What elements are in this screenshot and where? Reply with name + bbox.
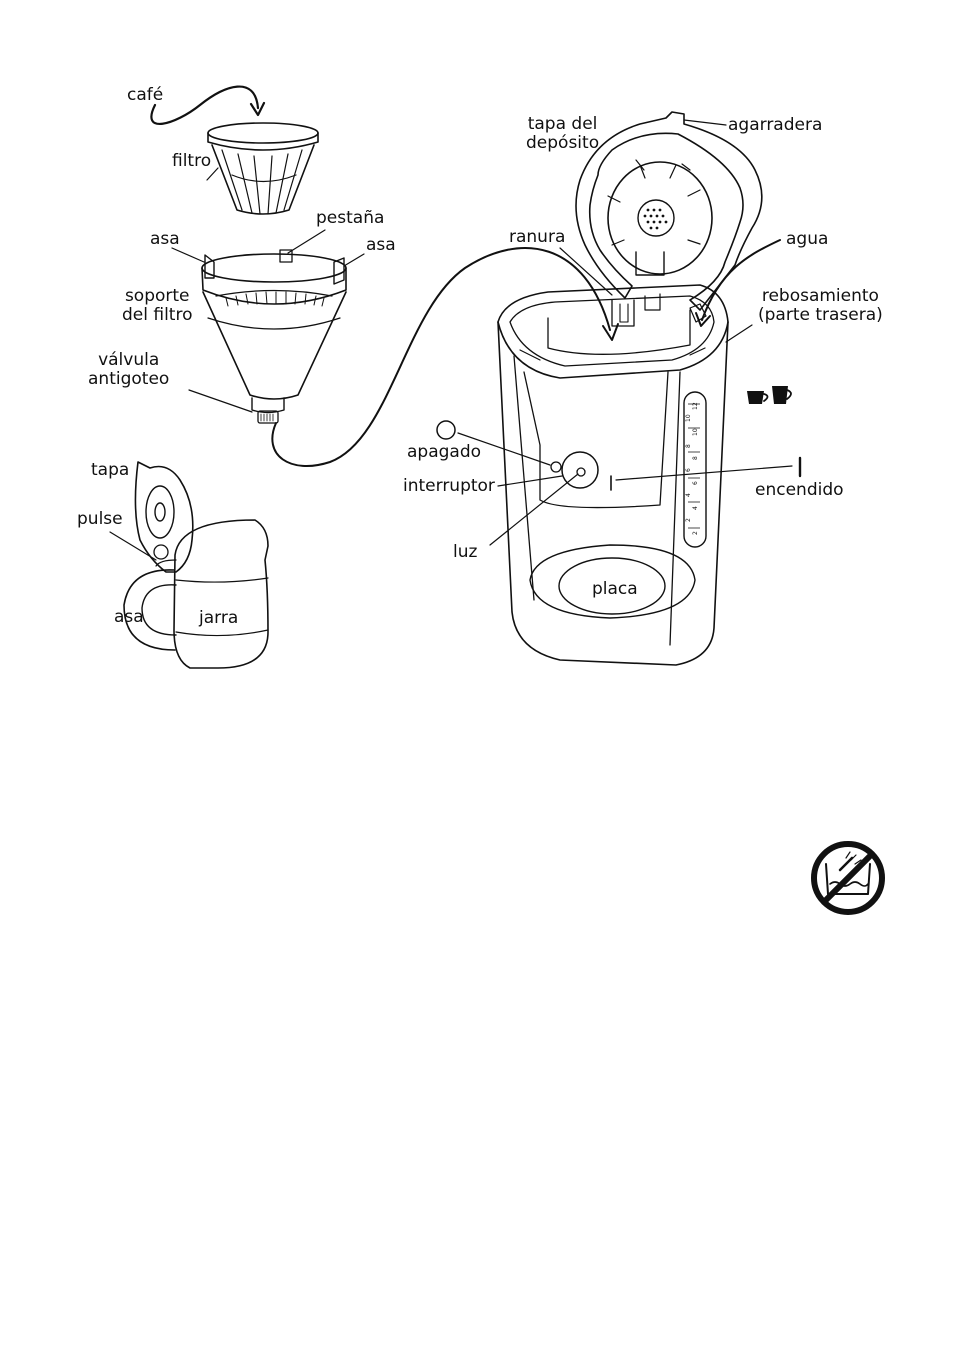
carafe bbox=[124, 462, 268, 668]
tab-label: pestaña bbox=[316, 209, 384, 228]
filter-holder-label-line1: soporte bbox=[122, 287, 193, 306]
anti-drip-valve-label-line2: antigoteo bbox=[88, 370, 169, 389]
filter-holder-label-line2: del filtro bbox=[122, 306, 193, 325]
filter-holder-label: soporte del filtro bbox=[122, 287, 193, 325]
filter-label: filtro bbox=[172, 152, 211, 171]
carafe-label: jarra bbox=[199, 609, 238, 628]
pulse-label: pulse bbox=[77, 510, 123, 529]
cafe-arrow bbox=[151, 87, 258, 124]
valve-to-slot-line bbox=[272, 248, 610, 466]
carafe-lid-label: tapa bbox=[91, 461, 129, 480]
no-immersion-icon bbox=[814, 844, 882, 912]
filter-basket bbox=[208, 123, 318, 214]
handle-right-label: asa bbox=[366, 236, 396, 255]
off-label: apagado bbox=[407, 443, 481, 462]
overflow-label: rebosamiento (parte trasera) bbox=[758, 287, 883, 325]
cup-mug-icon bbox=[747, 386, 791, 404]
reservoir-lid-label-line2: depósito bbox=[526, 134, 599, 153]
carafe-handle-label: asa bbox=[114, 608, 144, 627]
hotplate-label: placa bbox=[592, 580, 638, 599]
overflow-label-line1: rebosamiento bbox=[758, 287, 883, 306]
water-label: agua bbox=[786, 230, 828, 249]
slot-label: ranura bbox=[509, 228, 565, 247]
off-circle-icon bbox=[437, 421, 455, 439]
light-label: luz bbox=[453, 543, 477, 562]
on-label: encendido bbox=[755, 481, 844, 500]
reservoir-lid-label-line1: tapa del bbox=[526, 115, 599, 134]
handle-left-label: asa bbox=[150, 230, 180, 249]
switch-label: interruptor bbox=[403, 477, 495, 496]
reservoir-lid-label: tapa del depósito bbox=[526, 115, 599, 153]
anti-drip-valve-label-line1: válvula bbox=[88, 351, 169, 370]
overflow-label-line2: (parte trasera) bbox=[758, 306, 883, 325]
cafe-label: café bbox=[127, 86, 163, 105]
filter-holder bbox=[202, 250, 346, 423]
grip-label: agarradera bbox=[728, 116, 822, 135]
anti-drip-valve-label: válvula antigoteo bbox=[88, 351, 169, 389]
